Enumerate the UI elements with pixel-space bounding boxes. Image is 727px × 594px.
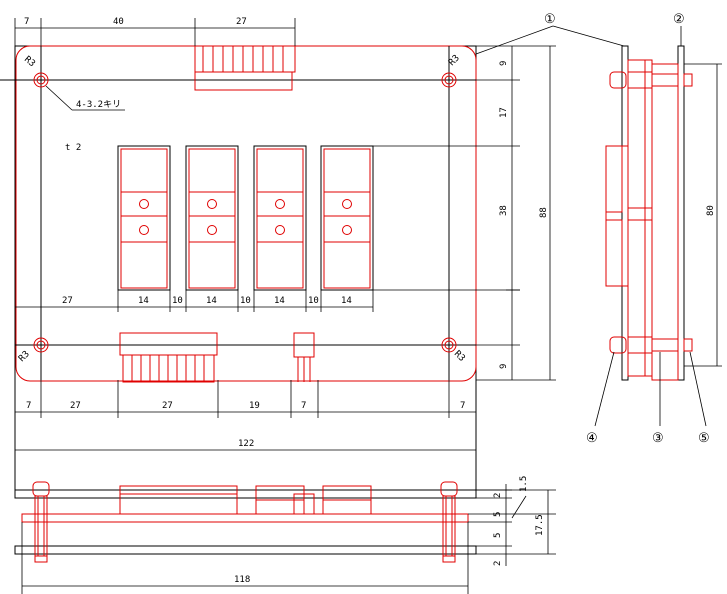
dim-section-f: 17.5 bbox=[535, 514, 545, 536]
display-module-3 bbox=[253, 145, 307, 291]
callouts: ① ② ④ ③ ⑤ bbox=[475, 12, 710, 446]
dim-section-c: 5 bbox=[493, 512, 503, 517]
dim-section-d: 5 bbox=[493, 533, 503, 538]
dim-row-c: 10 bbox=[172, 296, 183, 306]
mounting-hole-tr bbox=[441, 72, 457, 88]
dim-bottom-b: 27 bbox=[70, 401, 81, 411]
dim-bottom-d: 19 bbox=[249, 401, 260, 411]
bottom-connector bbox=[119, 332, 218, 383]
callout-1: ① bbox=[544, 12, 556, 27]
dim-row-d: 14 bbox=[206, 296, 217, 306]
dims-bottom: 7 27 27 19 7 7 122 bbox=[15, 380, 476, 451]
dims-row: 27 14 10 14 10 14 10 14 bbox=[15, 290, 374, 312]
dim-right-d: 88 bbox=[539, 207, 549, 218]
dim-row-b: 14 bbox=[138, 296, 149, 306]
display-module-4 bbox=[320, 145, 374, 291]
mounting-hole-tl bbox=[33, 72, 49, 88]
radius-label-br: R3 bbox=[452, 349, 467, 364]
dim-section-a: 1.5 bbox=[519, 476, 529, 492]
dim-section-e: 2 bbox=[493, 561, 503, 566]
callout-5: ⑤ bbox=[698, 431, 710, 446]
dim-bottom-f: 7 bbox=[460, 401, 465, 411]
dim-top-c: 27 bbox=[236, 17, 247, 27]
radius-label-bl: R3 bbox=[17, 349, 32, 364]
top-connector bbox=[194, 45, 296, 91]
dims-right: 9 17 38 88 9 bbox=[499, 46, 551, 380]
hole-note: 4-3.2キリ bbox=[76, 100, 121, 110]
dim-side-height: 80 bbox=[706, 205, 716, 216]
mounting-hole-br bbox=[441, 337, 457, 353]
dim-bottom-a: 7 bbox=[26, 401, 31, 411]
callout-3: ③ bbox=[652, 431, 664, 446]
dim-top-a: 7 bbox=[24, 17, 29, 27]
display-module-1 bbox=[117, 145, 171, 291]
dim-row-a: 27 bbox=[62, 296, 73, 306]
callout-2: ② bbox=[673, 12, 685, 27]
dim-row-h: 14 bbox=[341, 296, 352, 306]
dim-row-e: 10 bbox=[240, 296, 251, 306]
dim-right-b: 17 bbox=[499, 107, 509, 118]
small-component bbox=[293, 332, 315, 382]
dim-total-width: 122 bbox=[238, 439, 254, 449]
dim-bottom-e: 7 bbox=[301, 401, 306, 411]
callout-4: ④ bbox=[586, 431, 598, 446]
section-view: 1.5 2 5 5 2 17.5 118 bbox=[14, 476, 556, 594]
dim-section-b: 2 bbox=[493, 493, 503, 498]
plan-view: t 2 4-3.2キリ R3 R3 R3 R3 bbox=[0, 45, 556, 499]
thickness-note: t 2 bbox=[65, 143, 81, 153]
dim-row-f: 14 bbox=[274, 296, 285, 306]
display-module-2 bbox=[185, 145, 239, 291]
dim-bottom-c: 27 bbox=[162, 401, 173, 411]
dim-row-g: 10 bbox=[308, 296, 319, 306]
pcb-outline bbox=[15, 45, 477, 382]
side-view: 80 bbox=[605, 45, 722, 381]
dim-section-g: 118 bbox=[234, 575, 250, 585]
dim-right-e: 9 bbox=[499, 364, 509, 369]
radius-label-tl: R3 bbox=[22, 55, 37, 70]
dim-right-c: 38 bbox=[499, 205, 509, 216]
dims-top: 7 40 27 bbox=[14, 17, 296, 60]
mounting-hole-bl bbox=[33, 337, 49, 353]
dim-right-a: 9 bbox=[499, 61, 509, 66]
dim-top-b: 40 bbox=[113, 17, 124, 27]
